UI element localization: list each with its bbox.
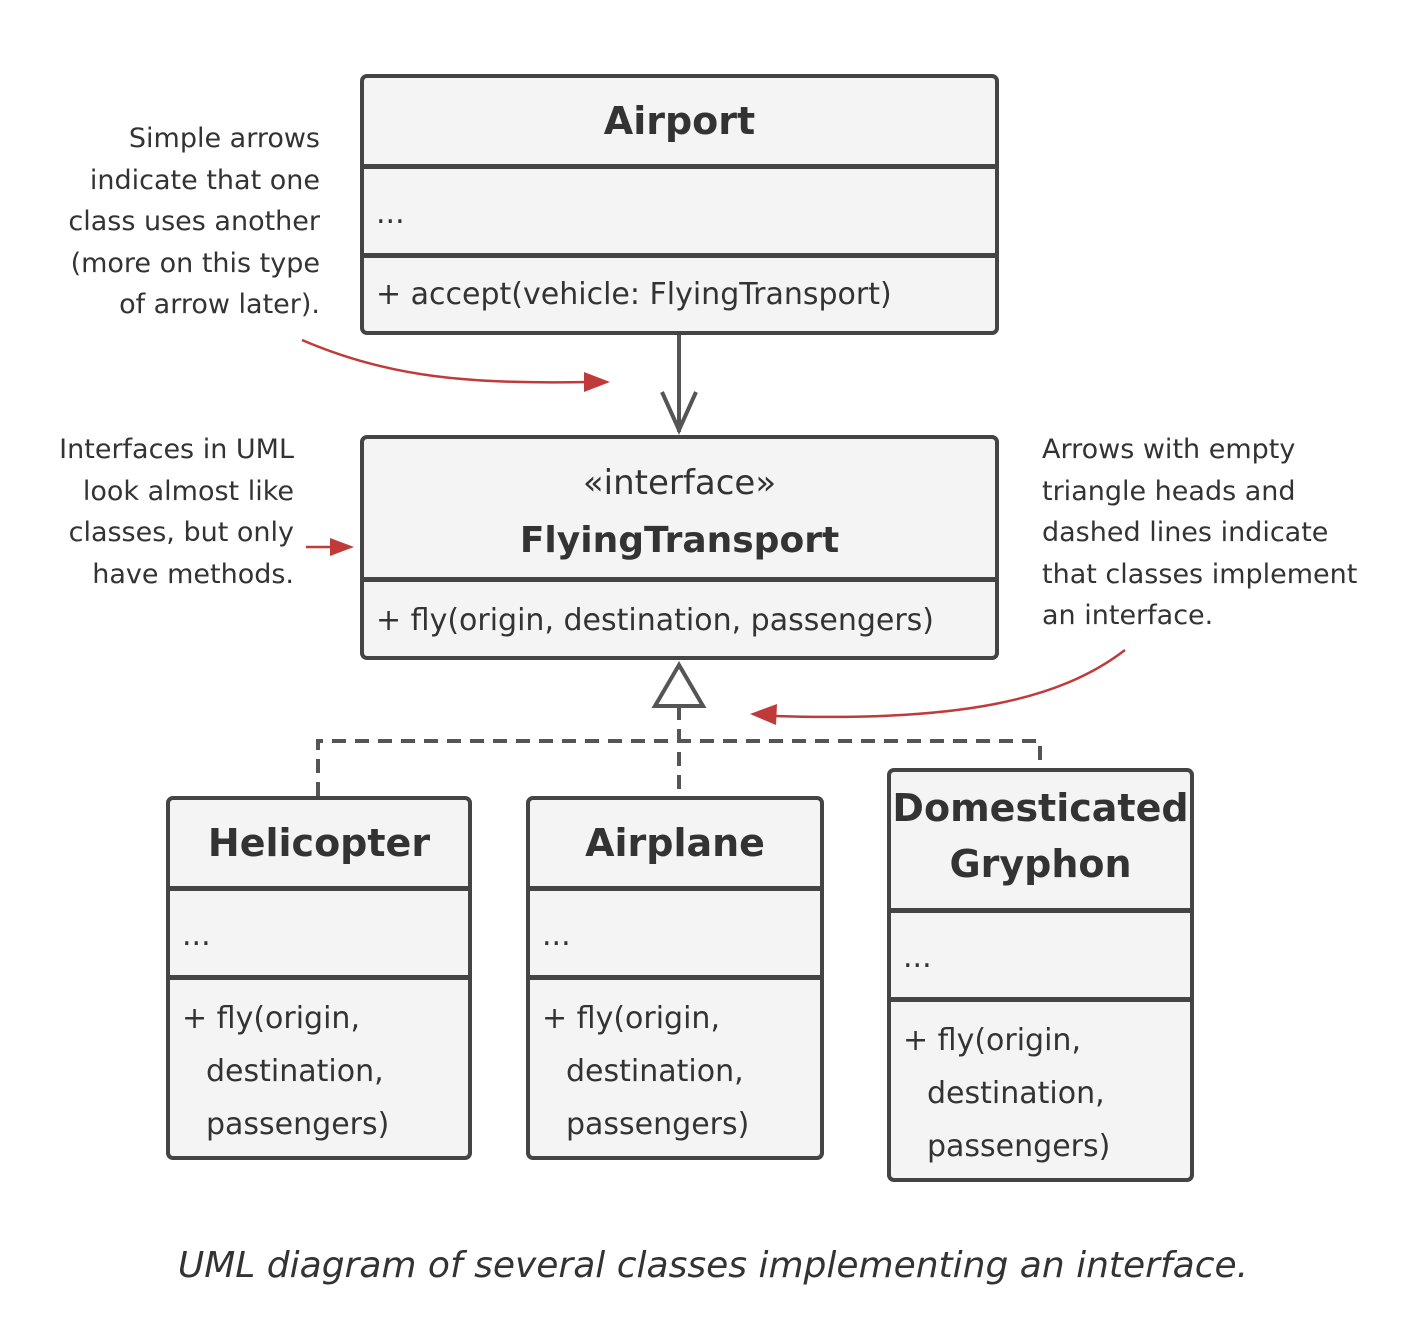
method-line: + fly(origin,	[903, 1023, 1081, 1058]
method-line: destination,	[927, 1076, 1105, 1111]
separator	[891, 908, 1190, 913]
class-airport-method: + accept(vehicle: FlyingTransport)	[376, 277, 892, 312]
note-line: indicate that one	[89, 164, 320, 196]
note-arrow-uses-head	[584, 372, 610, 392]
note-arrow-interfaces-head	[330, 538, 354, 556]
class-airplane-fields: ...	[542, 918, 571, 953]
class-airport: Airport ... + accept(vehicle: FlyingTran…	[360, 74, 999, 335]
note-line: dashed lines indicate	[1042, 517, 1329, 549]
note-implements: Arrows with empty triangle heads and das…	[1042, 429, 1357, 637]
method-line: destination,	[566, 1054, 744, 1089]
note-uses-arrow: Simple arrows indicate that one class us…	[68, 118, 320, 326]
note-line: (more on this type	[70, 247, 320, 279]
method-line: + fly(origin,	[542, 1001, 720, 1036]
separator	[364, 164, 995, 169]
separator	[364, 577, 995, 582]
realization-dashed-lines	[316, 706, 1042, 796]
class-helicopter-fields: ...	[182, 918, 211, 953]
note-line: Arrows with empty	[1042, 434, 1296, 465]
class-gryphon-fields: ...	[903, 940, 932, 975]
interface-stereotype: «interface»	[582, 463, 777, 503]
class-helicopter: Helicopter ... + fly(origin, destination…	[166, 796, 472, 1160]
class-gryphon-name: Domesticated Gryphon	[891, 780, 1190, 892]
class-helicopter-name: Helicopter	[207, 821, 431, 865]
note-interfaces: Interfaces in UML look almost like class…	[59, 429, 294, 595]
note-line: look almost like	[82, 475, 294, 507]
class-airplane: Airplane ... + fly(origin, destination, …	[526, 796, 824, 1160]
realization-triangle-head	[651, 661, 707, 708]
note-line: of arrow later).	[119, 289, 320, 321]
method-line: passengers)	[206, 1107, 390, 1142]
separator	[364, 253, 995, 258]
method-line: + fly(origin,	[182, 1001, 360, 1036]
class-domesticated-gryphon: Domesticated Gryphon ... + fly(origin, d…	[887, 768, 1194, 1182]
note-line: that classes implement	[1042, 558, 1358, 590]
note-line: have methods.	[92, 558, 294, 590]
note-line: class uses another	[68, 206, 320, 238]
separator	[530, 975, 820, 980]
class-helicopter-method: + fly(origin, destination, passengers)	[170, 992, 468, 1151]
note-line: Simple arrows	[128, 123, 320, 154]
class-name-line: Gryphon	[949, 842, 1132, 886]
class-airport-fields: ...	[376, 196, 405, 231]
class-airplane-name: Airplane	[585, 821, 765, 865]
note-arrow-implements	[773, 649, 1126, 719]
interface-flying-transport: «interface» FlyingTransport + fly(origin…	[360, 435, 999, 660]
diagram-caption: UML diagram of several classes implement…	[177, 1245, 1249, 1286]
note-line: an interface.	[1042, 600, 1214, 632]
note-line: triangle heads and	[1042, 475, 1296, 507]
association-arrowhead	[660, 391, 698, 435]
method-line: passengers)	[927, 1129, 1111, 1164]
note-arrow-uses	[301, 338, 591, 384]
note-line: classes, but only	[68, 517, 294, 549]
class-name-line: Domesticated	[892, 786, 1189, 830]
separator	[170, 975, 468, 980]
note-line: Interfaces in UML	[59, 434, 294, 465]
separator	[170, 886, 468, 891]
method-line: passengers)	[566, 1107, 750, 1142]
separator	[530, 886, 820, 891]
class-airport-name: Airport	[603, 99, 756, 143]
method-line: destination,	[206, 1054, 384, 1089]
class-gryphon-method: + fly(origin, destination, passengers)	[891, 1014, 1190, 1173]
class-airplane-method: + fly(origin, destination, passengers)	[530, 992, 820, 1151]
note-arrow-implements-head	[750, 704, 777, 725]
separator	[891, 997, 1190, 1002]
interface-method: + fly(origin, destination, passengers)	[376, 603, 935, 638]
interface-name: FlyingTransport	[519, 520, 840, 561]
